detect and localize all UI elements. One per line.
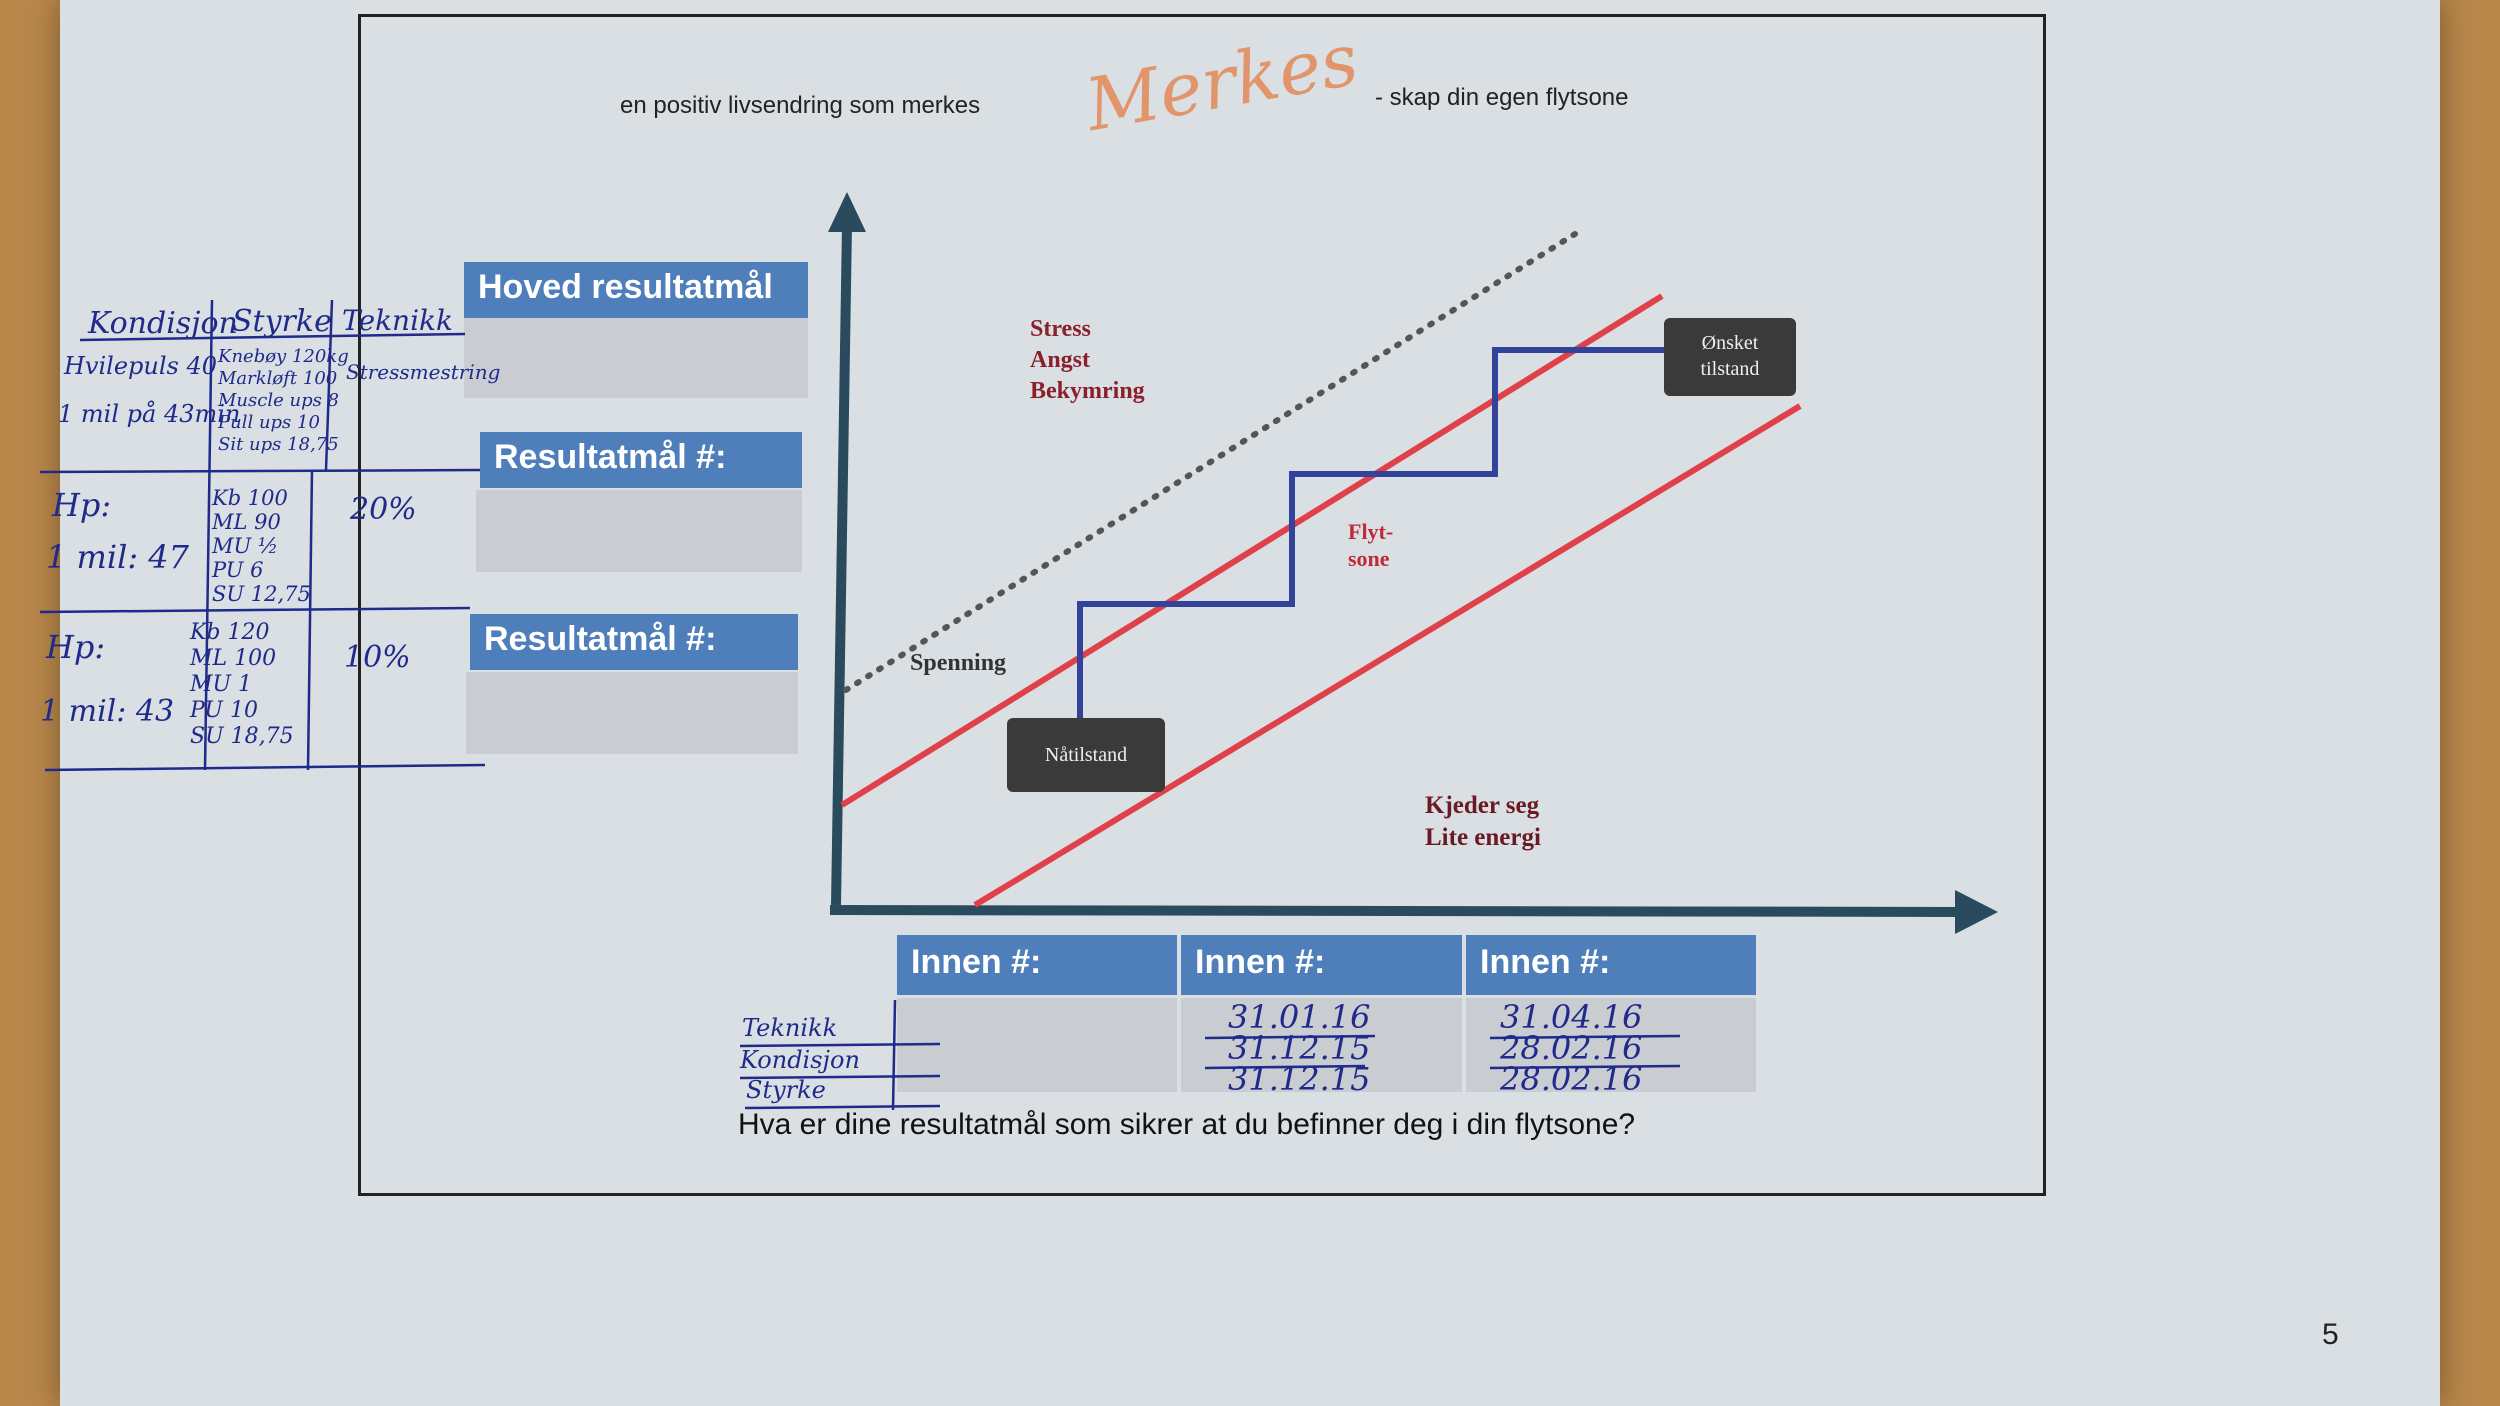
hw-b1-styrke: Knebøy 120kg Markløft 100 Muscle ups 8 P…: [218, 346, 349, 455]
boredom-label: Kjeder seg Lite energi: [1425, 792, 1541, 851]
x-axis-arrow: [1955, 890, 1998, 934]
hw-b2-styrke: Kb 100 ML 90 MU ½ PU 6 SU 12,75: [212, 486, 311, 606]
hw-b3-kondisjon-2: 1 mil: 43: [40, 694, 175, 729]
timeline-header-3: Innen #:: [1466, 935, 1756, 995]
timeline-cell-3[interactable]: [1466, 998, 1756, 1092]
hw-row-teknikk: Teknikk: [742, 1014, 838, 1042]
hw-header-kondisjon: Kondisjon: [88, 306, 238, 341]
sub-goal-2-header: Resultatmål #:: [470, 614, 798, 670]
question-text: Hva er dine resultatmål som sikrer at du…: [738, 1108, 1636, 1141]
main-goal-header: Hoved resultatmål: [464, 262, 808, 318]
hw-b2-kondisjon-1: Hp:: [52, 486, 112, 524]
hw-b1-kondisjon-2: 1 mil på 43min: [58, 400, 241, 428]
current-state-box: Nåtilstand: [1007, 718, 1165, 792]
hw-b3-teknikk: 10%: [344, 640, 411, 675]
x-axis: [829, 905, 1961, 917]
hw-header-teknikk: Teknikk: [342, 304, 453, 337]
desired-state-box: Ønsket tilstand: [1664, 318, 1796, 396]
slogan-right: - skap din egen flytsone: [1375, 84, 1629, 111]
hw-row-styrke: Styrke: [746, 1076, 826, 1104]
timeline-cell-1[interactable]: [897, 998, 1177, 1092]
timeline-header-1: Innen #:: [897, 935, 1177, 995]
sub-goal-1-header: Resultatmål #:: [480, 432, 802, 488]
hw-header-styrke: Styrke: [232, 304, 332, 339]
y-axis-arrow: [828, 192, 866, 232]
stress-label: Stress Angst Bekymring: [1030, 316, 1145, 404]
hw-b2-kondisjon-2: 1 mil: 47: [46, 538, 190, 576]
hw-row-kondisjon: Kondisjon: [740, 1046, 860, 1074]
hw-b1-kondisjon-1: Hvilepuls 40: [64, 352, 218, 380]
flow-zone-upper-line: [840, 293, 1664, 808]
worksheet-frame: [358, 14, 2046, 1196]
hw-b3-kondisjon-1: Hp:: [46, 628, 106, 666]
main-goal-field[interactable]: [464, 318, 808, 398]
flow-zone-lower-line: [973, 403, 1802, 908]
hw-col3-dates: 31.04.16 28.02.16 28.02.16: [1500, 998, 1643, 1098]
hw-b3-styrke: Kb 120 ML 100 MU 1 PU 10 SU 18,75: [190, 620, 294, 749]
slogan-left: en positiv livsendring som merkes: [620, 92, 981, 119]
sub-goal-2-field[interactable]: [466, 672, 798, 754]
timeline-header-2: Innen #:: [1181, 935, 1462, 995]
flytsone-label: Flyt- sone: [1348, 519, 1394, 571]
spenning-dotted-line: [843, 231, 1578, 693]
hw-col2-dates: 31.01.16 31.12.15 31.12.15: [1228, 998, 1371, 1098]
y-axis: [831, 224, 852, 906]
sub-goal-1-field[interactable]: [476, 490, 802, 572]
progress-staircase: [1077, 347, 1670, 718]
hw-b2-teknikk: 20%: [350, 492, 417, 527]
timeline-cell-2[interactable]: [1181, 998, 1462, 1092]
page-number: 5: [2322, 1318, 2339, 1351]
spenning-label: Spenning: [910, 650, 1007, 676]
hw-b1-teknikk: Stressmestring: [346, 360, 501, 384]
